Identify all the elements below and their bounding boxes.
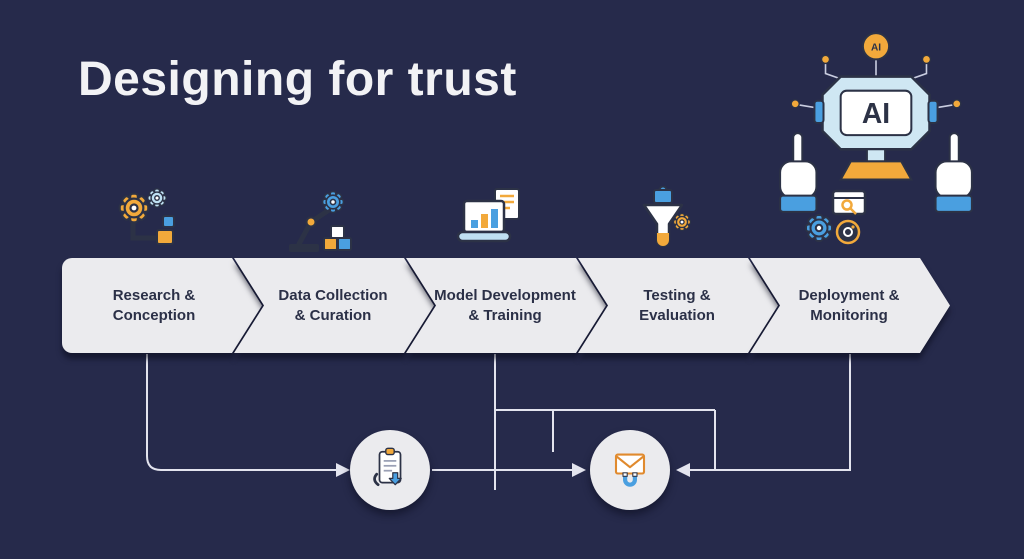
flask-test-icon — [642, 186, 692, 248]
stage-label-line: Conception — [112, 306, 196, 324]
stage-label-line: Evaluation — [639, 306, 715, 324]
stage-chevron-model-development: Model Development & Training — [406, 258, 606, 353]
stage-label: Deployment & Monitoring — [775, 286, 926, 325]
stage-chevron-data-collection: Data Collection & Curation — [234, 258, 434, 353]
concept-gears-icon — [118, 188, 175, 245]
ai-badge-label: AI — [871, 42, 881, 53]
stage-label-line: Data Collection — [278, 287, 388, 304]
connector-stage5-to-envelope — [690, 354, 851, 471]
right-hand-icon — [934, 132, 973, 213]
connector-branch-lines — [495, 409, 716, 470]
monitor-gear-icon — [805, 189, 867, 245]
stage-label: Model Development & Training — [410, 286, 602, 325]
clipboard-download-icon — [373, 447, 402, 487]
stage-chevron-research-conception: Research & Conception — [62, 258, 262, 353]
stage-chevron-testing-evaluation: Testing & Evaluation — [578, 258, 778, 353]
ai-robot-illustration: AI AI — [779, 32, 973, 213]
circuit-nodes — [790, 54, 962, 109]
arrowhead-right-icon — [572, 463, 586, 477]
ai-badge — [861, 32, 891, 61]
stage-chevron-deployment-monitoring: Deployment & Monitoring — [750, 258, 950, 353]
stage-label: Data Collection & Curation — [254, 286, 413, 325]
stage-label-line: & Training — [468, 306, 542, 324]
stage-label: Research & Conception — [103, 286, 222, 325]
envelope-node — [590, 430, 670, 510]
stage-label: Testing & Evaluation — [615, 286, 741, 325]
stage-label-line: Research & — [112, 287, 196, 304]
stage-label-line: Deployment & — [798, 287, 900, 304]
stage-label-line: & Curation — [294, 306, 372, 324]
arrowhead-right-icon — [336, 463, 350, 477]
left-hand-icon — [779, 132, 818, 213]
connector-stage1-to-clipboard — [146, 354, 336, 471]
robot-head-icon: AI — [813, 75, 939, 181]
stage-label-line: Testing & — [643, 287, 711, 304]
ai-head-label: AI — [862, 97, 890, 129]
arrowhead-left-icon — [676, 463, 690, 477]
robotic-arm-icon — [289, 190, 352, 252]
clipboard-node — [350, 430, 430, 510]
envelope-magnet-icon — [614, 453, 646, 487]
page-title: Designing for trust — [78, 53, 517, 106]
stage-label-line: Model Development — [434, 287, 576, 304]
laptop-chart-icon — [456, 188, 520, 243]
stage-label-line: Monitoring — [810, 306, 888, 324]
